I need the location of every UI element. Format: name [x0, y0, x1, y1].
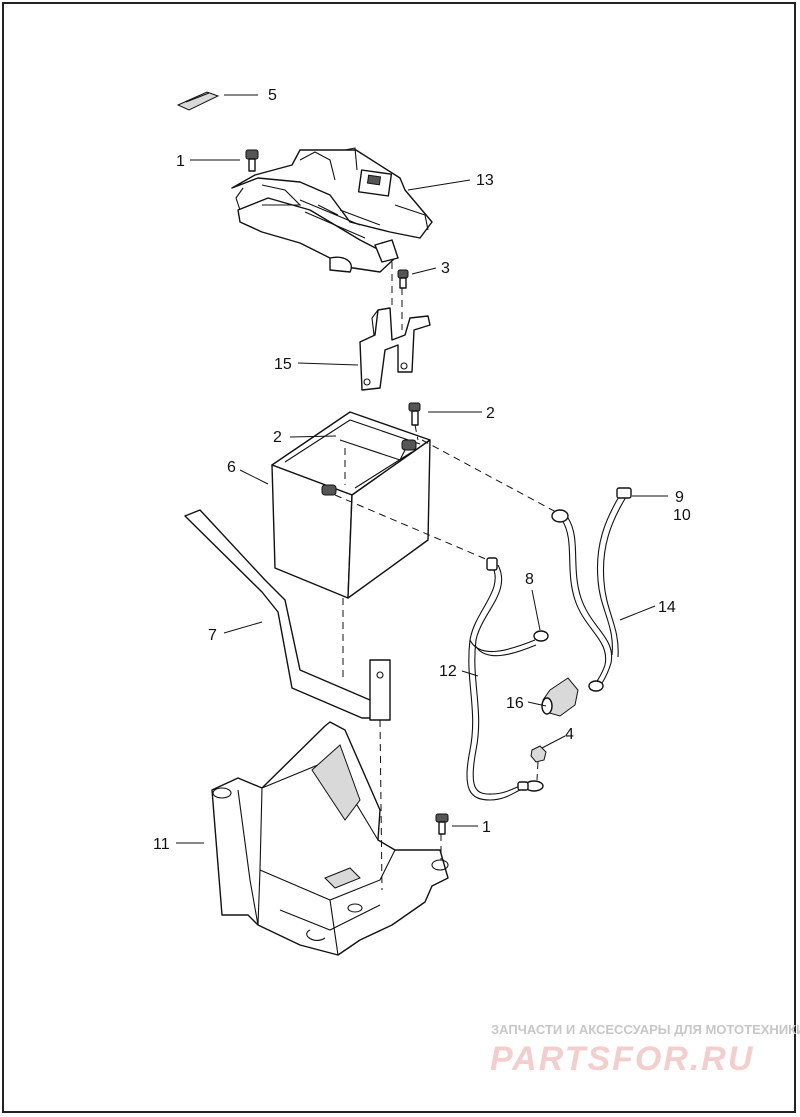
callout-11: 11	[153, 836, 170, 853]
part-4-nut	[530, 745, 547, 763]
watermark: ЗАПЧАСТИ И АКСЕССУАРЫ ДЛЯ МОТОТЕХНИКИ PA…	[490, 1022, 800, 1078]
part-6-battery	[271, 411, 431, 599]
callout-10: 10	[673, 507, 691, 524]
callouts: 5 1 13 3 15 2 2 6 9 10 8 14 7 12 16 4 11…	[153, 87, 691, 853]
part-1-bolt-top	[245, 149, 259, 172]
callout-15: 15	[274, 356, 292, 373]
callout-8: 8	[525, 571, 534, 588]
callout-16: 16	[506, 695, 524, 712]
part-2-bolt-right	[408, 402, 421, 426]
callout-5: 5	[268, 87, 277, 104]
part-11-battery-tray	[211, 721, 449, 956]
callout-2-left: 2	[273, 429, 282, 446]
part-8-ground-lead	[469, 630, 549, 657]
part-16-terminal-boot	[541, 677, 579, 717]
part-14-positive-cable	[551, 487, 632, 692]
part-7-strap	[184, 509, 391, 721]
part-13-fuse-block	[231, 147, 433, 273]
part-1-bolt-bottom	[435, 813, 449, 835]
part-5-decal	[176, 91, 220, 111]
watermark-tagline: ЗАПЧАСТИ И АКСЕССУАРЫ ДЛЯ МОТОТЕХНИКИ	[491, 1022, 800, 1037]
callout-1-top: 1	[176, 153, 185, 170]
callout-12: 12	[439, 663, 457, 680]
callout-3: 3	[441, 260, 450, 277]
assembly-lines	[334, 262, 557, 891]
watermark-brand: PARTSFOR.RU	[490, 1040, 754, 1078]
part-12-negative-cable	[466, 557, 544, 801]
callout-7: 7	[208, 627, 217, 644]
part-3-bolt	[397, 269, 409, 289]
callout-6: 6	[227, 459, 236, 476]
callout-13: 13	[476, 172, 494, 189]
callout-2-right: 2	[486, 405, 495, 422]
part-15-bracket	[359, 307, 431, 391]
callout-1-bottom: 1	[482, 819, 491, 836]
callout-14: 14	[658, 599, 676, 616]
callout-4: 4	[565, 726, 574, 743]
callout-9: 9	[675, 489, 684, 506]
leader-lines	[176, 94, 668, 844]
